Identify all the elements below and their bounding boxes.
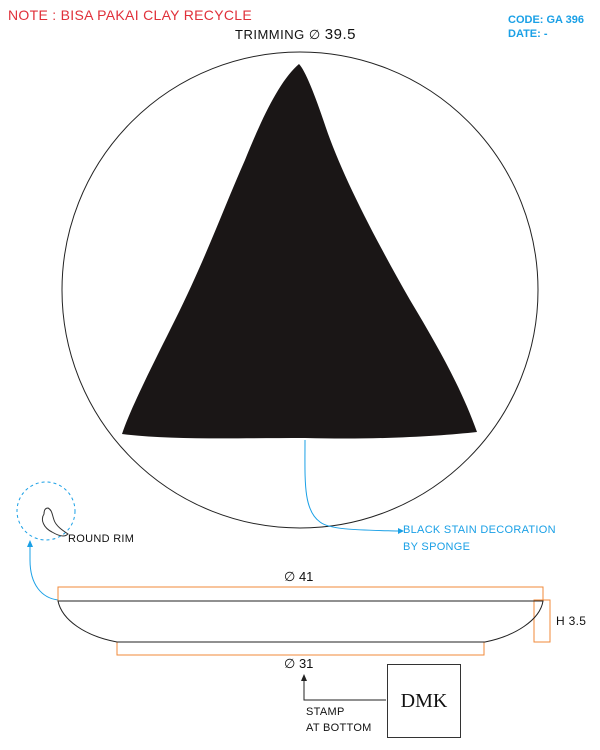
diameter-31-value: 31	[298, 656, 314, 671]
diameter-symbol-icon: ∅	[284, 657, 296, 672]
stamp-line-2: AT BOTTOM	[306, 722, 372, 734]
callout-line-1: BLACK STAIN DECORATION	[403, 524, 556, 536]
callout-leader-line	[304, 439, 399, 532]
rim-leader-line	[29, 546, 59, 601]
decoration-callout: BLACK STAIN DECORATION BY SPONGE	[403, 522, 556, 556]
stamp-arrowhead	[301, 674, 307, 681]
callout-line-2: BY SPONGE	[403, 541, 471, 553]
diameter-31-dimension: ∅ 31	[284, 656, 313, 672]
callout-arrowhead	[398, 528, 404, 534]
note-text: NOTE : BISA PAKAI CLAY RECYCLE	[8, 7, 252, 23]
stamp-logo-box: DMK	[387, 664, 461, 738]
height-dimension: H 3.5	[556, 614, 587, 628]
code-label: CODE: GA 396	[508, 14, 585, 26]
diameter-41-box	[57, 586, 544, 602]
diameter-symbol-icon: ∅	[284, 570, 296, 585]
diameter-31-box	[116, 641, 485, 656]
black-stain-decoration	[122, 64, 477, 439]
code-block: CODE: GA 396 DATE: -	[508, 13, 584, 41]
round-rim-label: ROUND RIM	[68, 533, 135, 545]
rim-profile-sketch	[41, 507, 69, 537]
date-label: DATE: -	[508, 28, 548, 40]
dmk-logo: DMK	[400, 689, 448, 712]
diameter-41-dimension: ∅ 41	[284, 569, 313, 585]
diameter-symbol-icon: ∅	[308, 28, 321, 43]
height-box	[533, 599, 551, 643]
trimming-label: TRIMMING	[235, 27, 305, 42]
plate-top-view-circle	[61, 51, 539, 529]
stamp-note: STAMP AT BOTTOM	[306, 704, 372, 736]
stamp-line-1: STAMP	[306, 706, 345, 718]
trimming-value: 39.5	[324, 26, 356, 43]
rim-detail-circle	[16, 481, 76, 541]
diameter-41-value: 41	[298, 569, 314, 584]
plate-side-profile	[57, 600, 544, 643]
stamp-leader-line	[303, 680, 386, 701]
rim-arrowhead	[27, 540, 33, 547]
trimming-dimension: TRIMMING ∅ 39.5	[235, 26, 356, 43]
